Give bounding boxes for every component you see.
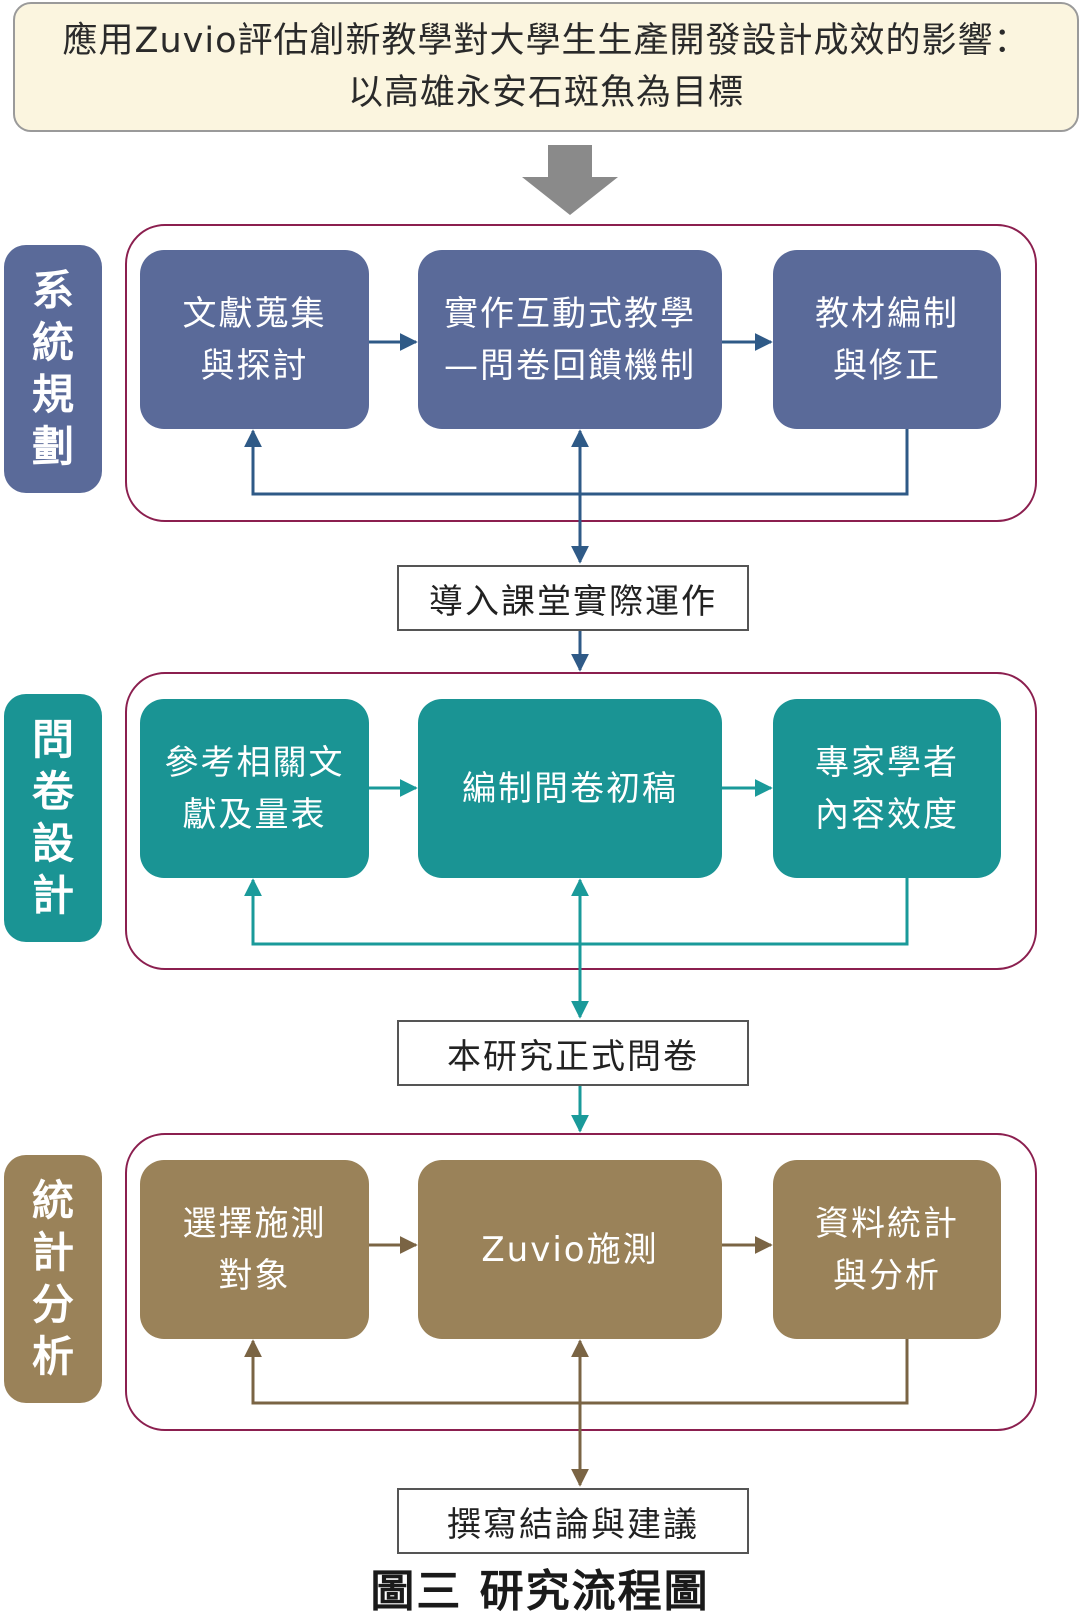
figure-caption: 圖三 研究流程圖 [370, 1566, 710, 1617]
diagram-title: 應用Zuvio評估創新教學對大學生生產開發設計成效的影響： 以高雄永安石斑魚為目… [13, 2, 1079, 132]
big-down-arrow-icon [522, 145, 618, 215]
node-draft-questionnaire: 編制問卷初稿 [418, 699, 722, 878]
stage-label-statistical-analysis: 統 計 分 析 [4, 1155, 102, 1403]
step-formal-questionnaire: 本研究正式問卷 [397, 1020, 749, 1086]
title-line-1: 應用Zuvio評估創新教學對大學生生產開發設計成效的影響： [62, 21, 1030, 61]
stage-label-system-planning: 系 統 規 劃 [4, 245, 102, 493]
node-reference-scales: 參考相關文 獻及量表 [140, 699, 369, 878]
node-select-subjects: 選擇施測 對象 [140, 1160, 369, 1339]
node-data-analysis: 資料統計 與分析 [773, 1160, 1001, 1339]
node-material-revision: 教材編制 與修正 [773, 250, 1001, 429]
node-literature-review: 文獻蒐集 與探討 [140, 250, 369, 429]
node-interactive-teaching: 實作互動式教學 —問卷回饋機制 [418, 250, 722, 429]
step-conclusion: 撰寫結論與建議 [397, 1488, 749, 1554]
step-classroom-implementation: 導入課堂實際運作 [397, 565, 749, 631]
stage-label-questionnaire-design: 問 卷 設 計 [4, 694, 102, 942]
node-zuvio-testing: Zuvio施測 [418, 1160, 722, 1339]
node-expert-validity: 專家學者 內容效度 [773, 699, 1001, 878]
title-line-2: 以高雄永安石斑魚為目標 [347, 73, 744, 113]
